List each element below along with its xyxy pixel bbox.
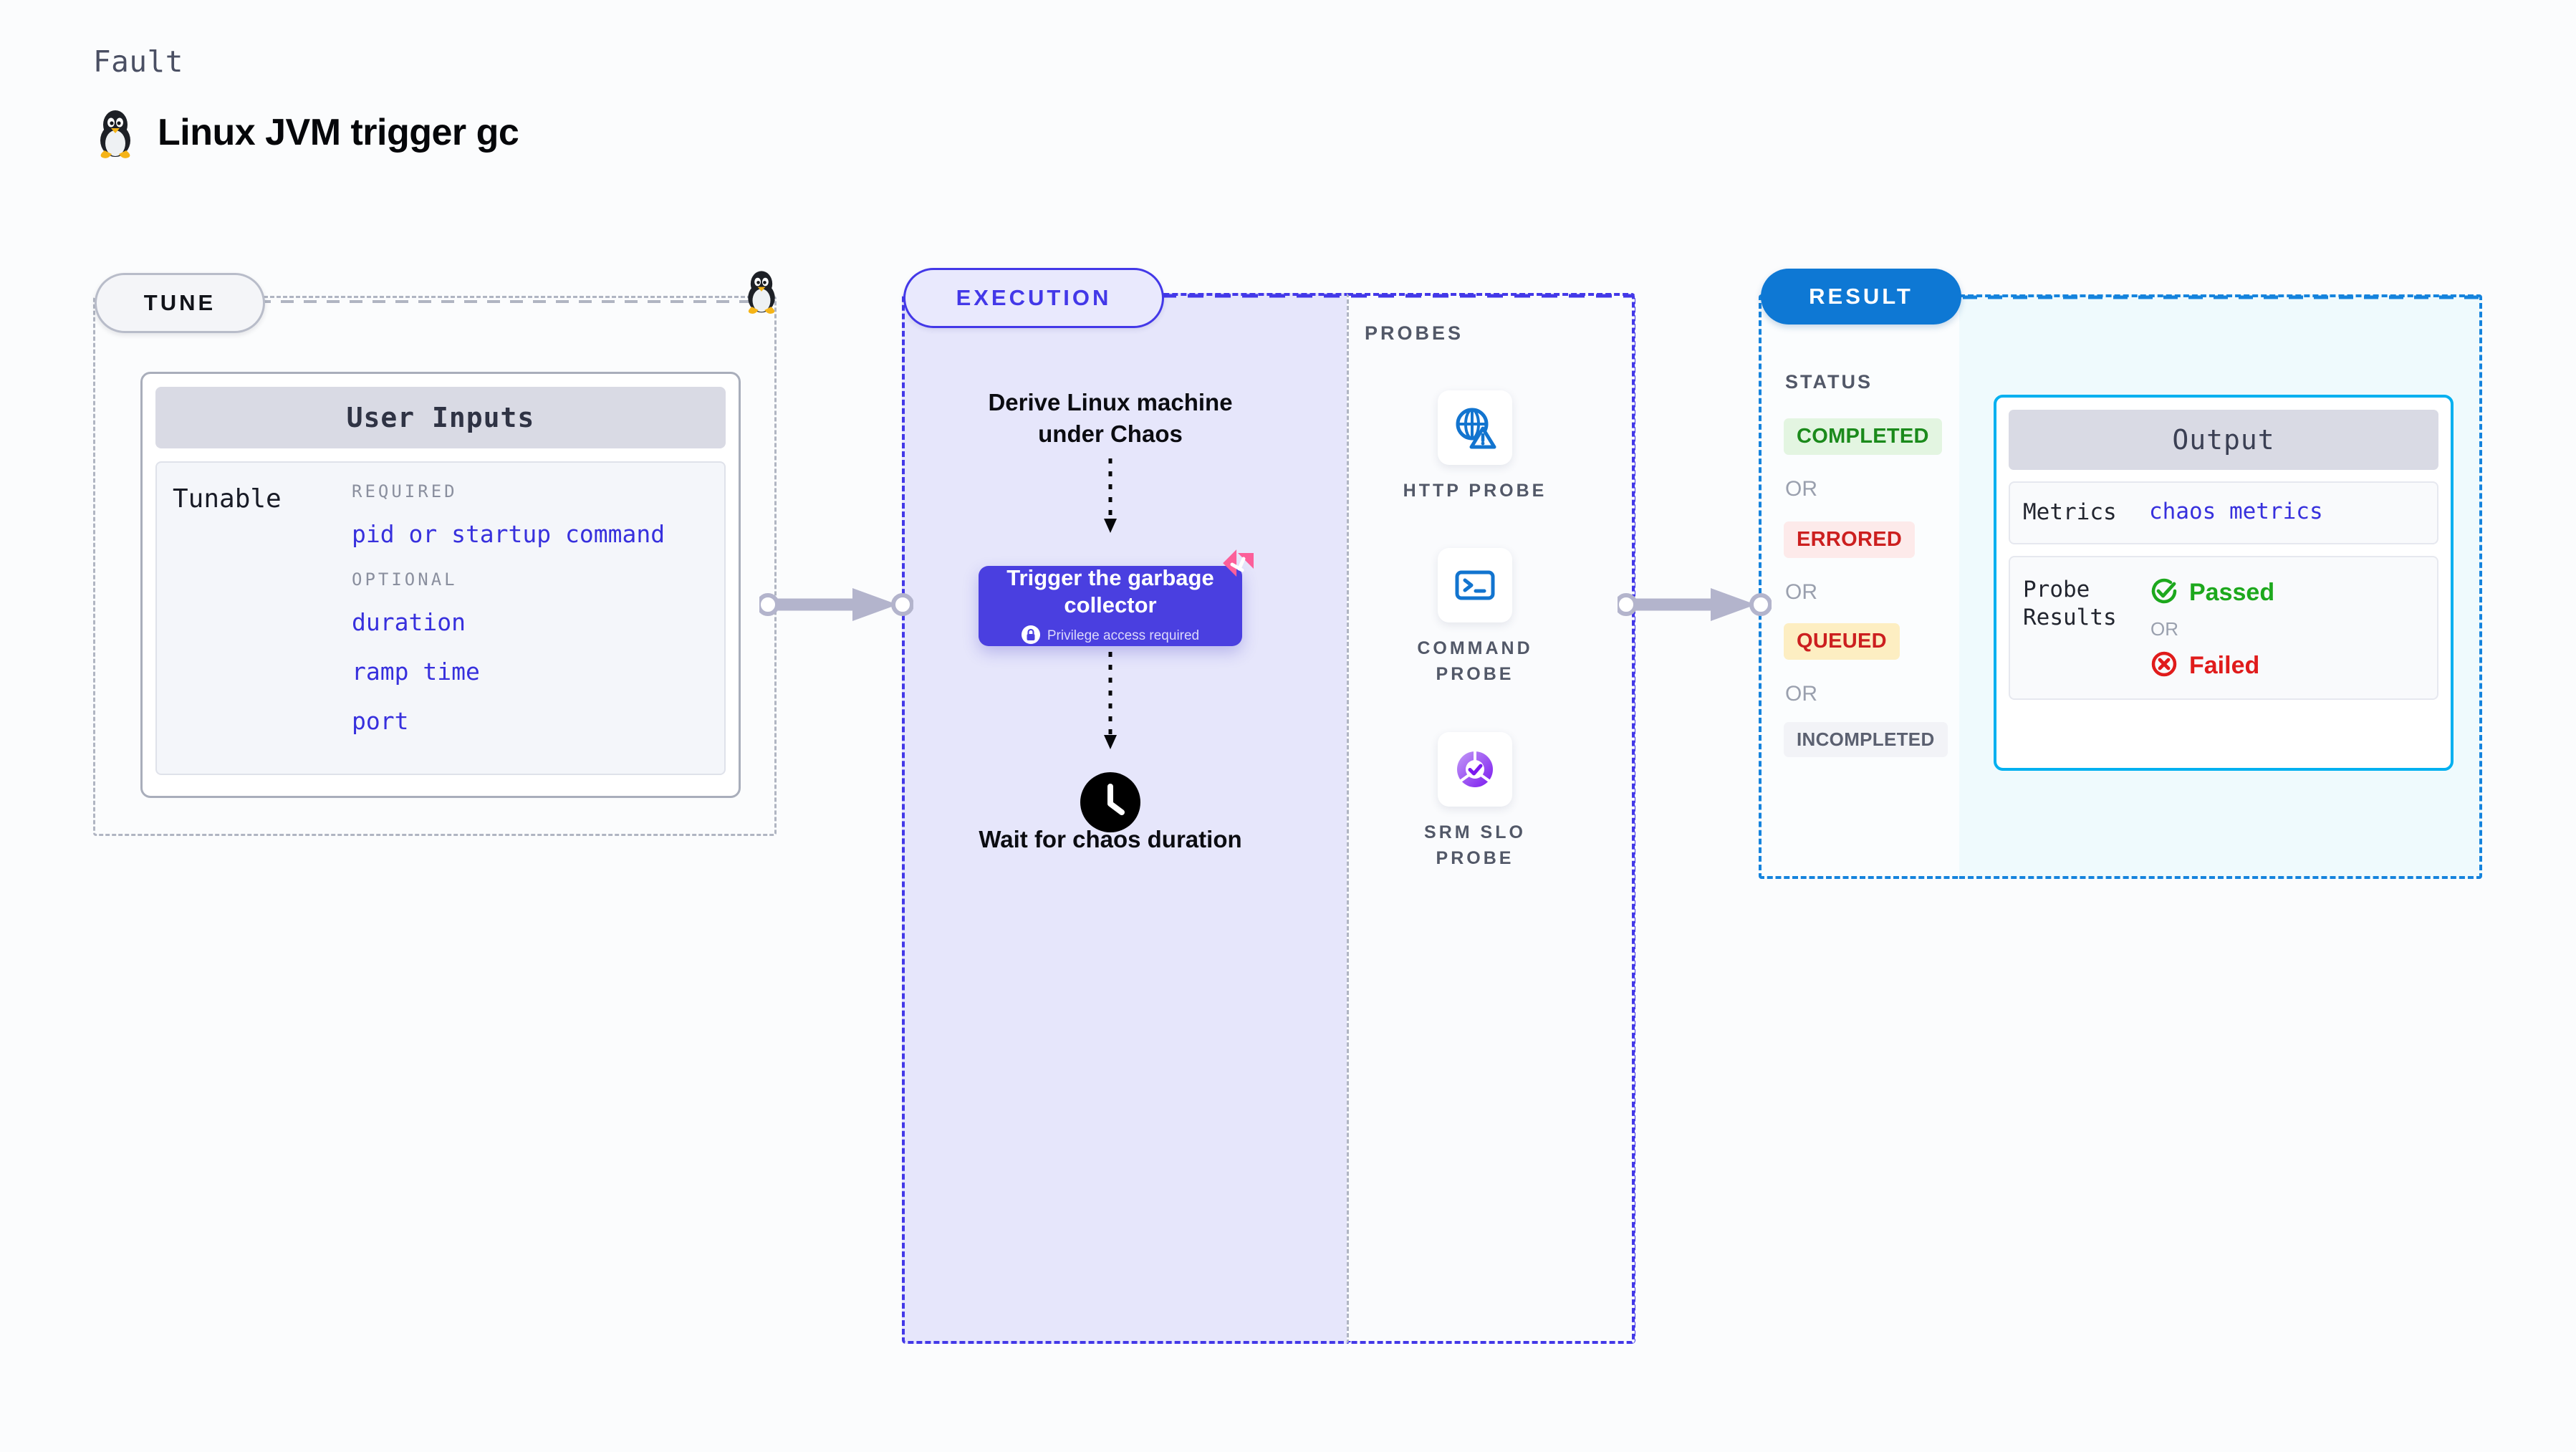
globe-warning-icon — [1438, 390, 1512, 465]
page-title: Linux JVM trigger gc — [158, 112, 519, 153]
status-title: STATUS — [1785, 371, 1873, 393]
tunable-section: Tunable REQUIRED pid or startup command … — [155, 461, 726, 775]
status-or-2: OR — [1785, 580, 1817, 604]
probe-result-failed: Failed — [2149, 649, 2274, 683]
probe-item-srm-slo[interactable]: SRM SLO PROBE — [1393, 732, 1557, 872]
probes-title: PROBES — [1365, 322, 1464, 344]
probe-label-srm-slo: SRM SLO PROBE — [1424, 822, 1526, 869]
tunable-label: Tunable — [173, 484, 282, 514]
arrow-action-to-wait — [1104, 652, 1117, 749]
result-pill: RESULT — [1761, 269, 1961, 324]
status-badge-errored: ERRORED — [1784, 521, 1916, 558]
execution-top-dashed-line — [1160, 294, 1633, 298]
clock-icon — [1080, 772, 1140, 836]
status-badge-completed: COMPLETED — [1784, 418, 1942, 455]
tunable-optional-port[interactable]: port — [352, 707, 409, 735]
check-circle-icon — [2149, 576, 2179, 610]
tunable-optional-ramp-time[interactable]: ramp time — [352, 658, 480, 686]
status-badge-queued: QUEUED — [1784, 623, 1900, 660]
probe-item-command[interactable]: COMMAND PROBE — [1393, 548, 1557, 688]
privilege-row: Privilege access required — [1021, 625, 1200, 648]
lock-icon — [1021, 625, 1040, 648]
output-row-metrics: Metrics chaos metrics — [2009, 481, 2438, 544]
step-derive-label: Derive Linux machine under Chaos — [988, 389, 1233, 447]
tunable-required-value[interactable]: pid or startup command — [352, 520, 665, 548]
probe-results-or: OR — [2150, 617, 2178, 640]
tune-top-dashed-line — [258, 300, 781, 303]
tux-penguin-icon — [93, 106, 138, 159]
action-card-trigger-gc[interactable]: Trigger the garbage collector Privilege … — [979, 565, 1242, 648]
failed-label: Failed — [2189, 651, 2260, 679]
status-or-3: OR — [1785, 682, 1817, 706]
connector-tune-to-execution — [759, 588, 913, 621]
slo-donut-check-icon — [1438, 732, 1512, 807]
status-badge-incompleted: INCOMPLETED — [1784, 722, 1948, 757]
tune-panel — [93, 296, 777, 836]
x-circle-icon — [2149, 649, 2179, 683]
status-or-1: OR — [1785, 477, 1817, 501]
user-inputs-title: User Inputs — [155, 387, 726, 448]
probes-panel — [1347, 293, 1635, 1344]
tunable-optional-duration[interactable]: duration — [352, 608, 466, 636]
tune-pill: TUNE — [95, 273, 265, 333]
title-row: Linux JVM trigger gc — [93, 106, 519, 159]
arrow-derive-to-action — [1104, 458, 1117, 533]
probe-label-http: HTTP PROBE — [1403, 481, 1547, 501]
result-panel — [1759, 294, 1966, 879]
page-header: Fault Linux JVM trigger gc — [93, 44, 519, 159]
probe-results-values: Passed OR Failed — [2149, 576, 2274, 683]
output-row-probe-results: Probe Results Passed OR — [2009, 555, 2438, 700]
connector-probes-to-result — [1618, 588, 1772, 621]
fault-kicker: Fault — [93, 44, 183, 79]
privilege-note: Privilege access required — [1047, 628, 1200, 644]
chaos-pinwheel-icon — [1218, 549, 1258, 592]
probe-result-passed: Passed — [2149, 576, 2274, 610]
execution-pill: EXECUTION — [903, 268, 1164, 328]
optional-label: OPTIONAL — [352, 569, 458, 590]
metrics-value[interactable]: chaos metrics — [2149, 499, 2323, 524]
user-inputs-card: User Inputs Tunable REQUIRED pid or star… — [140, 372, 741, 798]
tunable-values: REQUIRED pid or startup command OPTIONAL… — [352, 481, 665, 774]
output-card: Output Metrics chaos metrics Probe Resul… — [1994, 395, 2454, 771]
action-card-title: Trigger the garbage collector — [1006, 565, 1214, 617]
terminal-icon — [1438, 548, 1512, 622]
required-label: REQUIRED — [352, 481, 458, 501]
probe-item-http[interactable]: HTTP PROBE — [1393, 390, 1557, 504]
result-top-dashed-line — [1963, 295, 2481, 299]
probe-results-key: Probe Results — [2023, 576, 2117, 631]
probe-label-command: COMMAND PROBE — [1417, 638, 1533, 685]
tux-penguin-icon — [741, 267, 782, 318]
output-card-title: Output — [2009, 410, 2438, 470]
passed-label: Passed — [2189, 578, 2275, 606]
metrics-key: Metrics — [2023, 499, 2117, 525]
step-wait-label: Wait for chaos duration — [979, 826, 1242, 852]
